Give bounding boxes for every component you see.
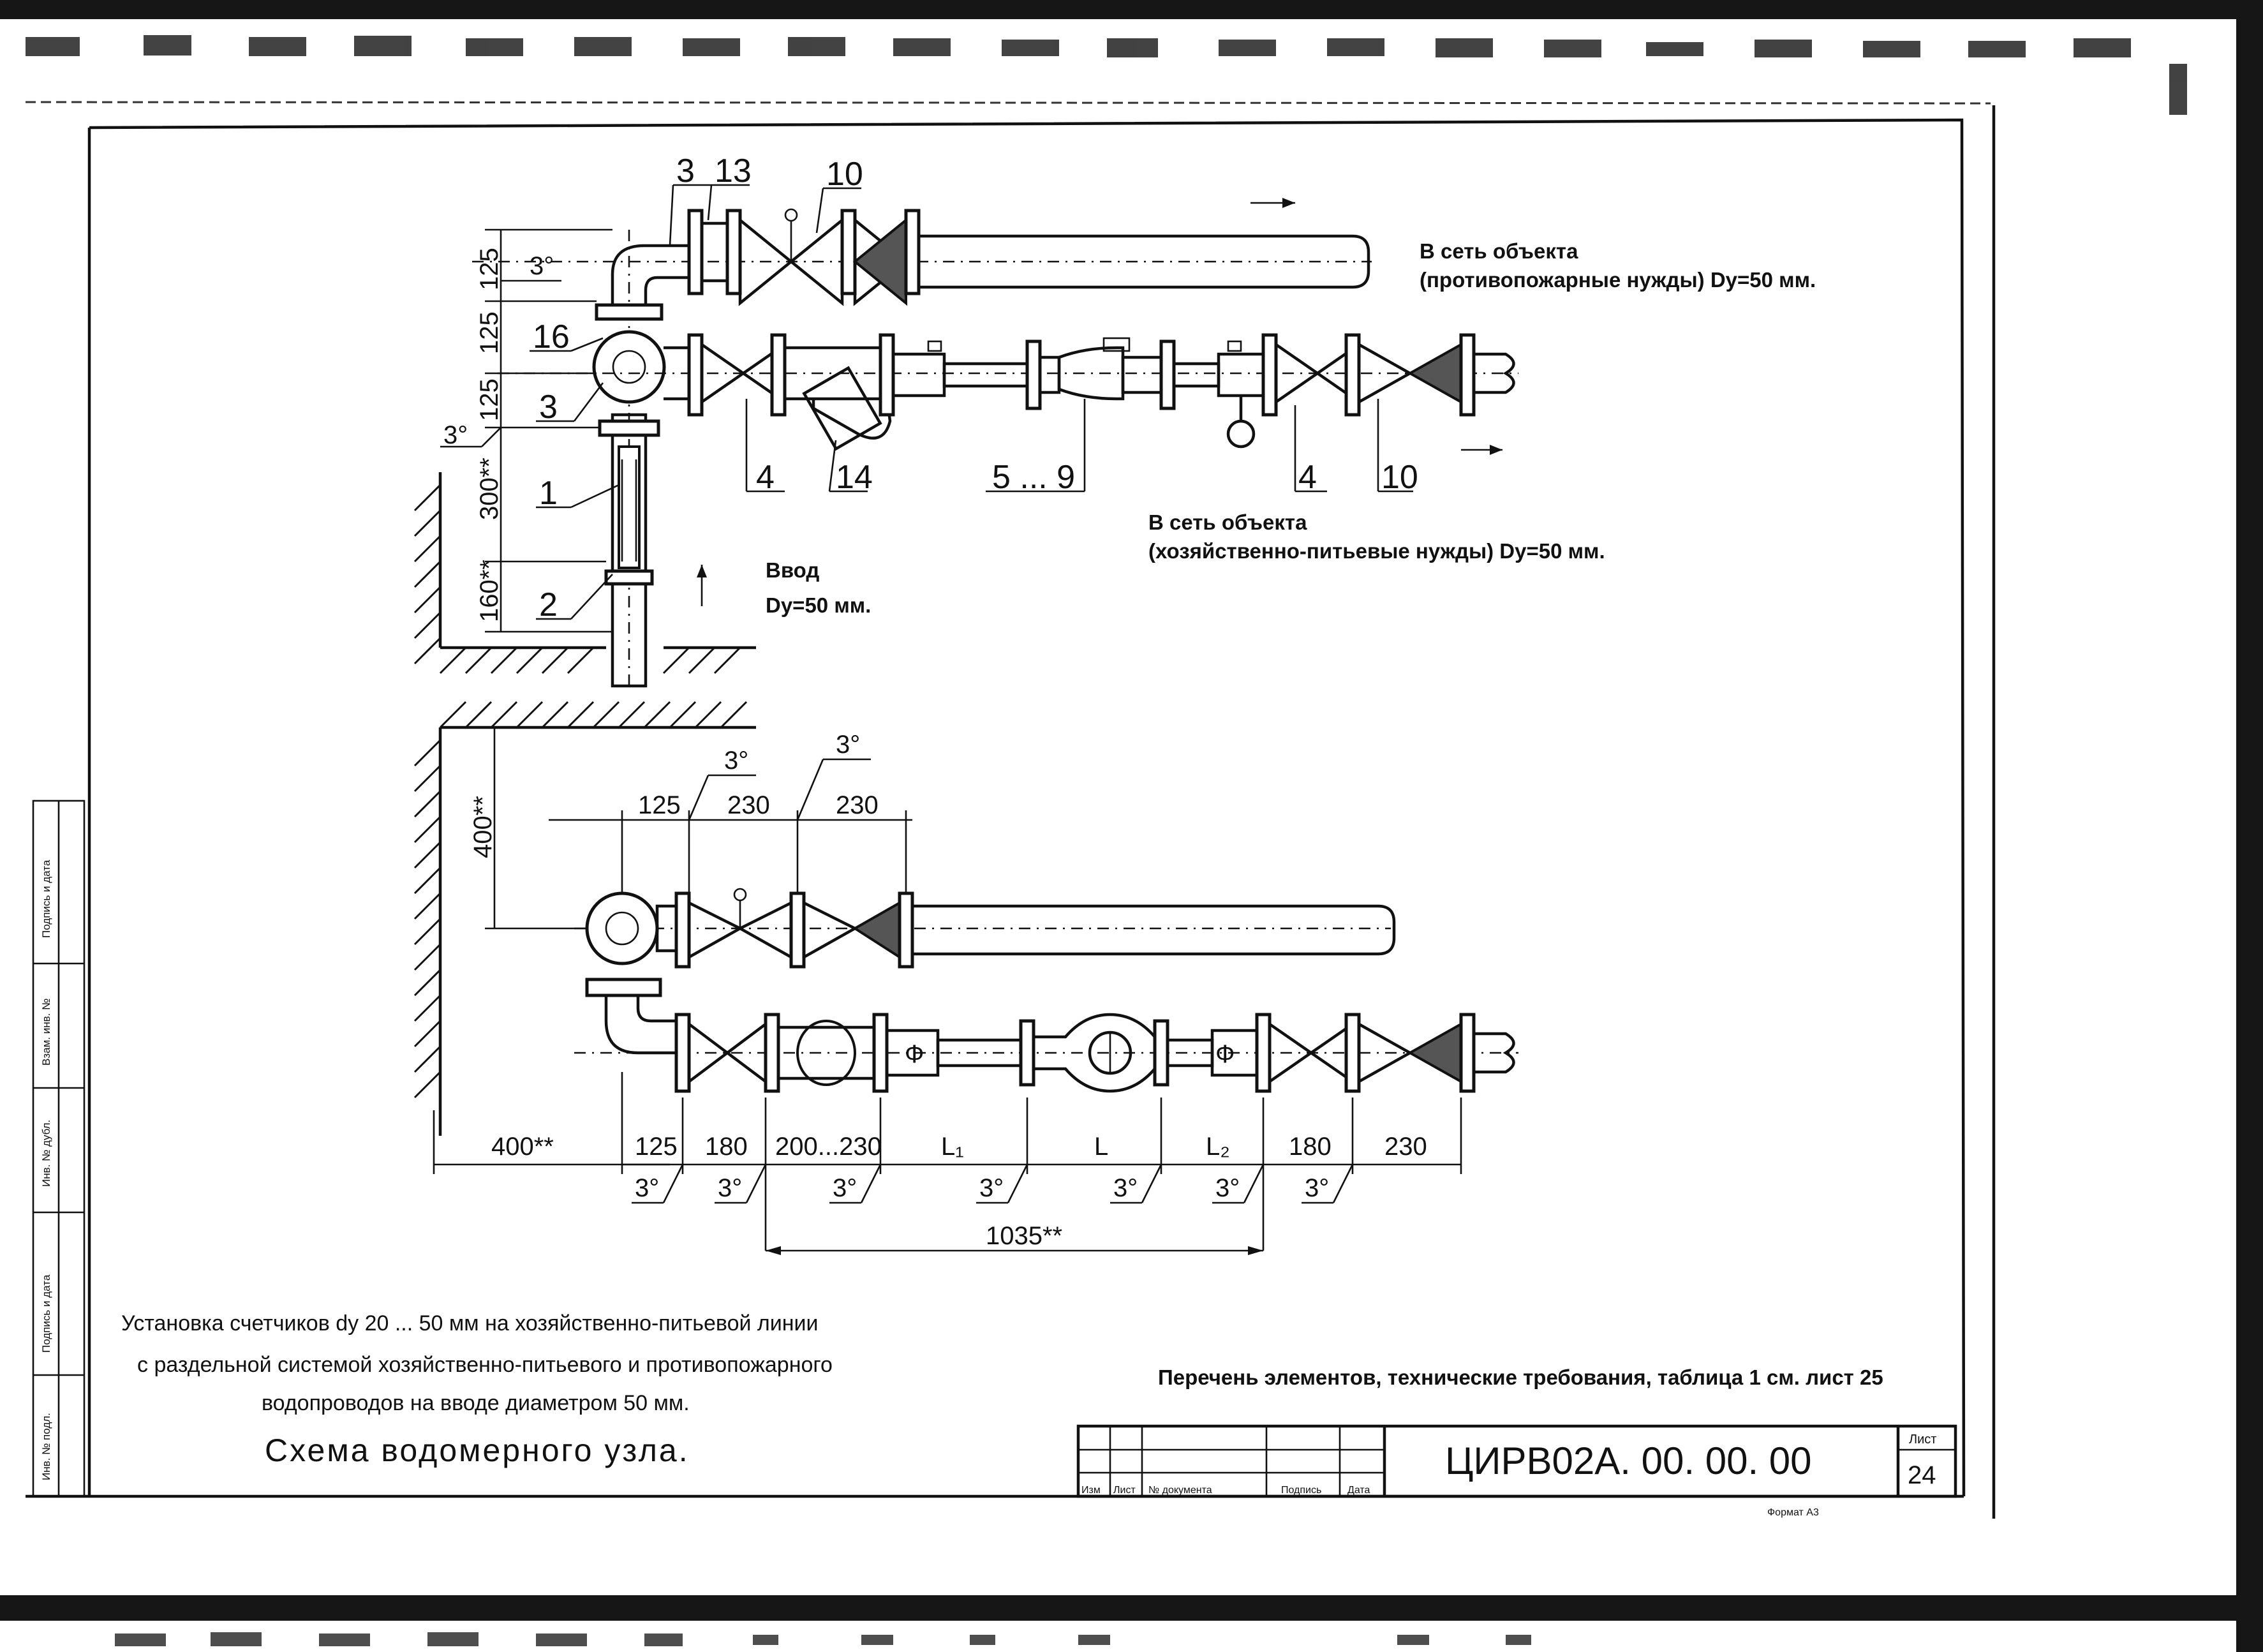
inlet-label-1: Ввод [766, 558, 819, 582]
caption-line-1: Установка счетчиков dy 20 ... 50 мм на х… [121, 1311, 819, 1336]
langle-6: 3° [1215, 1174, 1240, 1202]
scheme-title: Схема водомерного узла. [265, 1432, 690, 1468]
lower-angle-callouts: 3° 3° 3° 3° 3° 3° 3° [622, 1163, 1354, 1204]
tb-col-5: Дата [1347, 1485, 1370, 1496]
caption: Установка счетчиков dy 20 ... 50 мм на х… [121, 1311, 833, 1468]
ldim-l1: L₁ [941, 1133, 964, 1161]
ldim-l2: L₂ [1206, 1133, 1230, 1161]
pos-1: 1 [539, 475, 558, 512]
side-stamp-5: Инв. № подл. [40, 1413, 52, 1480]
pos-10-top: 10 [826, 156, 863, 193]
udim-125: 125 [638, 791, 681, 819]
bottom-view-scheme: 400** Ф Ф [413, 701, 1518, 1255]
caption-line-3: водопроводов на вводе диаметром 50 мм. [262, 1391, 690, 1415]
vdim-2: 125 [475, 311, 503, 354]
fire-outlet-label-2: (противопожарные нужды) Dy=50 мм. [1420, 268, 1816, 292]
uangle-1: 3° [724, 747, 748, 775]
udim-230-2: 230 [836, 791, 879, 819]
pos-3-mid: 3 [539, 389, 558, 426]
vdim-400: 400** [469, 796, 497, 858]
sheet-number: 24 [1908, 1461, 1936, 1489]
position-callouts: 3 13 10 16 3 1 2 4 14 [530, 153, 1418, 623]
water-meter-5-9 [1057, 346, 1125, 401]
title-block: Изм Лист № документа Подпись Дата ЦИРВ02… [1076, 1424, 1957, 1518]
pos-5-9: 5 ... 9 [992, 459, 1075, 496]
domestic-outlet-label-1: В сеть объекта [1148, 510, 1307, 534]
side-stamp-2: Взам. инв. № [40, 999, 52, 1066]
valve-bottom-lower [687, 1021, 768, 1085]
meter-symbol-2: Ф [1215, 1040, 1235, 1068]
langle-5: 3° [1113, 1174, 1138, 1202]
riser-flange [598, 419, 660, 437]
sheet-label: Лист [1909, 1432, 1936, 1447]
tb-col-3: № документа [1148, 1485, 1212, 1496]
reference-note: Перечень элементов, технические требован… [1158, 1366, 1883, 1389]
check-valve-10-right [1357, 342, 1413, 405]
langle-7: 3° [1305, 1174, 1329, 1202]
inlet-label-2: Dy=50 мм. [766, 593, 871, 617]
pos-14: 14 [836, 459, 873, 496]
side-stamp-4: Подпись и дата [40, 1274, 52, 1353]
riser-flange-lower [604, 569, 654, 586]
tb-col-2: Лист [1113, 1485, 1136, 1496]
fire-outlet-label-1: В сеть объекта [1420, 239, 1578, 263]
ldim-180: 180 [705, 1133, 748, 1161]
pos-2: 2 [539, 586, 558, 623]
drain-valve [1226, 419, 1256, 449]
vdim-5: 160** [475, 560, 503, 622]
pos-4-right: 4 [1298, 459, 1317, 496]
udim-230-1: 230 [727, 791, 770, 819]
langle-2: 3° [718, 1174, 742, 1202]
langle-3: 3° [833, 1174, 857, 1202]
langle-4: 3° [979, 1174, 1004, 1202]
vdim-3: 125 [475, 378, 503, 421]
langle-1: 3° [635, 1174, 659, 1202]
angle-top-2: 3° [443, 421, 468, 449]
domestic-outlet-label-2: (хозяйственно-питьевые нужды) Dy=50 мм. [1148, 539, 1605, 563]
pos-3-top: 3 [676, 153, 695, 190]
meter-symbol-1: Ф [905, 1040, 924, 1068]
side-stamp-1: Подпись и дата [40, 859, 52, 938]
sheet-frame [26, 105, 1996, 1519]
tb-col-4: Подпись [1281, 1485, 1321, 1496]
wall-hatch-top [413, 472, 756, 674]
pos-16: 16 [533, 318, 570, 355]
elbow-upper [611, 244, 691, 305]
strainer-14 [812, 395, 892, 440]
tee-bottom [585, 891, 659, 965]
ldim-230: 230 [1384, 1133, 1427, 1161]
vdim-1: 125 [475, 248, 503, 290]
fire-line-pipe-bottom [912, 904, 1396, 956]
tb-col-1: Изм [1081, 1485, 1101, 1496]
caption-line-2: с раздельной системой хозяйственно-питье… [137, 1353, 833, 1377]
overall-dim: 1035** [986, 1222, 1062, 1250]
ldim-200-230: 200...230 [775, 1133, 882, 1161]
angle-top-1: 3° [530, 252, 554, 280]
format-label: Формат А3 [1767, 1507, 1819, 1518]
ldim-180-2: 180 [1289, 1133, 1332, 1161]
ldim-125: 125 [635, 1133, 678, 1161]
top-view-scheme: 125 125 125 300** 160** 3° 3° 3 13 10 16… [413, 153, 1816, 688]
ldim-l: L [1094, 1133, 1108, 1161]
pos-13: 13 [715, 153, 752, 190]
ldim-400: 400** [491, 1133, 554, 1161]
pos-4-mid: 4 [756, 459, 775, 496]
vdim-4: 300** [475, 458, 503, 520]
elbow-bottom [604, 995, 678, 1055]
pos-10-right: 10 [1381, 459, 1418, 496]
domestic-line-pipe [1474, 352, 1515, 394]
side-stamp: Подпись и дата Взам. инв. № Инв. № дубл.… [32, 800, 85, 1498]
tee-fitting [592, 330, 666, 404]
uangle-2: 3° [836, 731, 860, 759]
drawing-designation: ЦИРВ02А. 00. 00. 00 [1445, 1440, 1812, 1482]
fire-line-pipe [919, 234, 1370, 289]
side-stamp-3: Инв. № дубл. [40, 1120, 52, 1187]
